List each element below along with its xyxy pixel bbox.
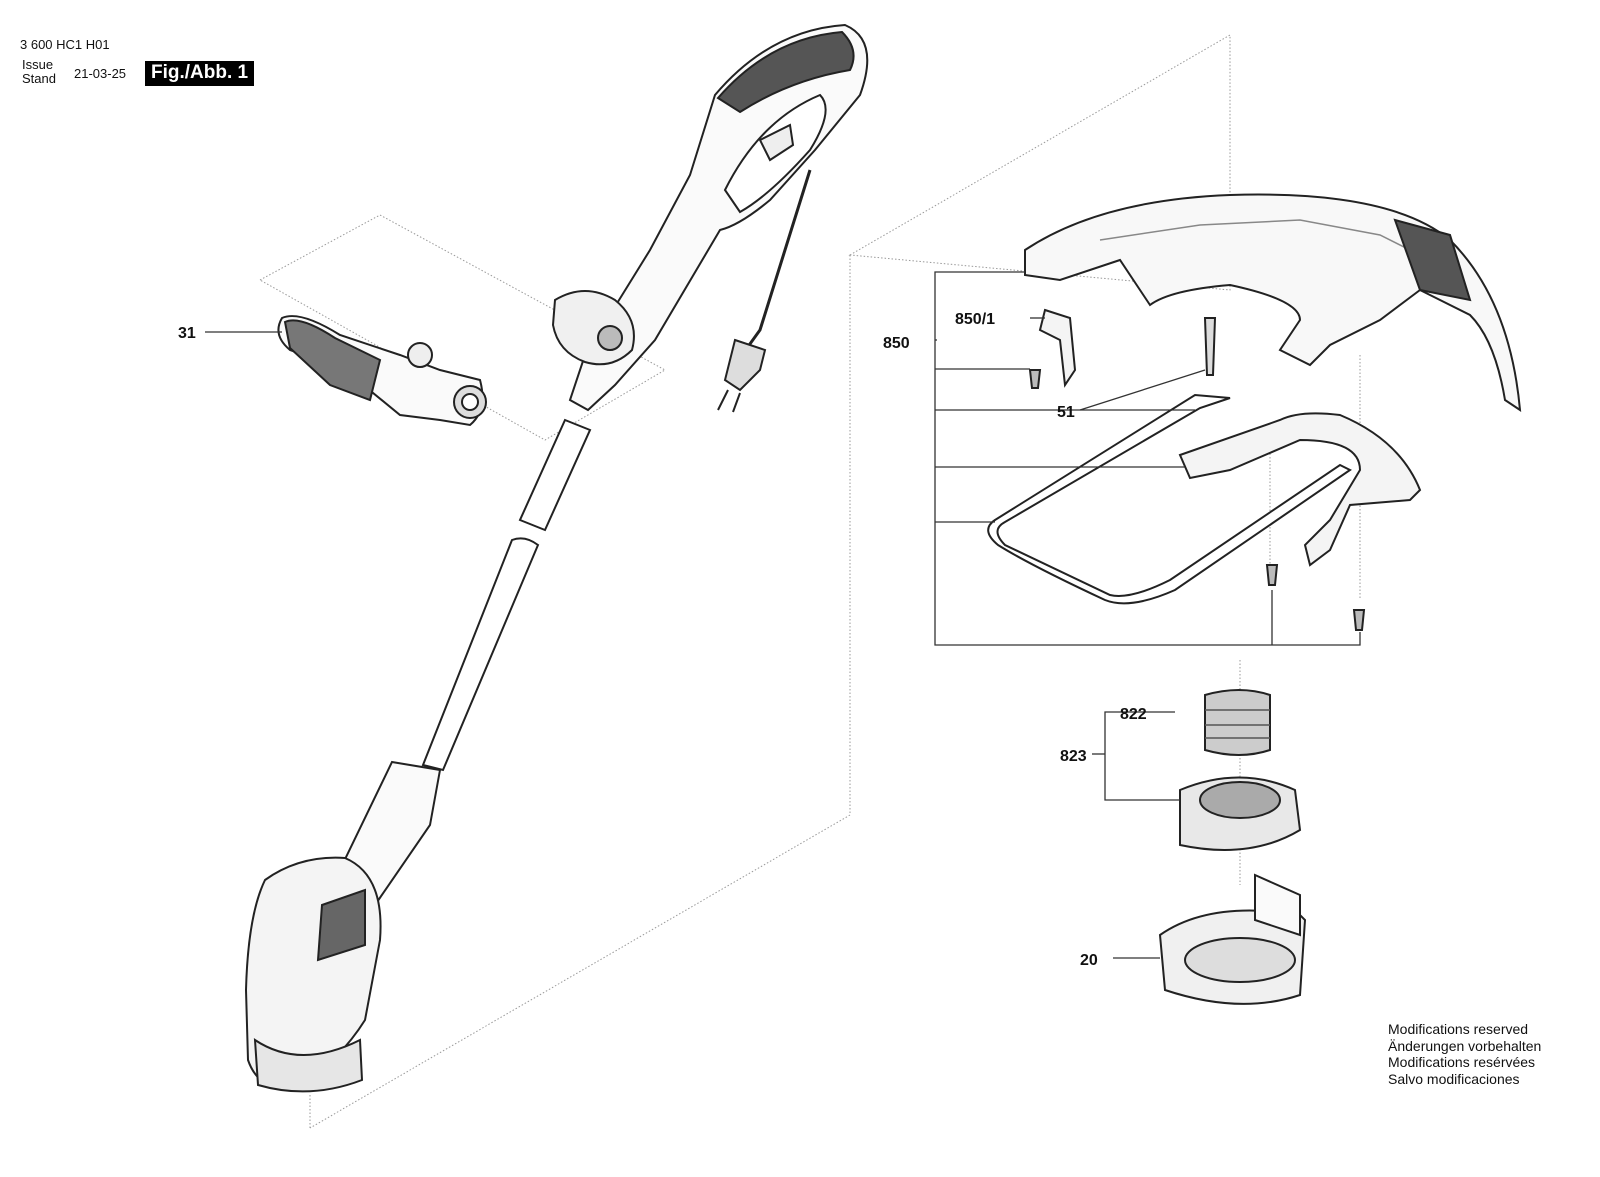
plug xyxy=(717,338,767,413)
callout-850-1: 850/1 xyxy=(955,311,995,328)
guard-clip xyxy=(1038,308,1077,388)
notice-line: Änderungen vorbehalten xyxy=(1388,1037,1542,1054)
modifications-notice: Modifications reserved Änderungen vorbeh… xyxy=(1388,1021,1541,1087)
auxiliary-handle xyxy=(277,315,487,427)
lower-shaft xyxy=(421,537,540,772)
small-screw-1 xyxy=(1028,369,1042,389)
callout-823: 823 xyxy=(1060,748,1087,765)
callout-31: 31 xyxy=(178,325,196,342)
stand-label: Stand xyxy=(22,71,56,86)
line-spool-wire xyxy=(1204,689,1271,756)
upper-shaft xyxy=(518,418,592,532)
callout-822: 822 xyxy=(1120,706,1147,723)
notice-line: Modifications reserved xyxy=(1388,1021,1529,1037)
guard-hood xyxy=(1024,193,1522,412)
guard-bracket xyxy=(1178,412,1422,567)
motor-vent xyxy=(316,888,366,962)
wire-guard-ring xyxy=(987,393,1352,605)
notice-line: Salvo modificaciones xyxy=(1388,1070,1520,1087)
callout-51: 51 xyxy=(1057,404,1075,421)
figure-label: Fig./Abb. 1 xyxy=(145,61,255,86)
motor-base xyxy=(253,1038,364,1093)
issue-date: 21-03-25 xyxy=(74,66,127,81)
guard-assembly xyxy=(987,193,1522,1005)
notice-line: Modifications resérvées xyxy=(1388,1054,1536,1070)
small-screw-2 xyxy=(1265,564,1279,586)
part-number: 3 600 HC1 H01 xyxy=(20,37,110,52)
small-screw-3 xyxy=(1352,609,1366,631)
callout-20: 20 xyxy=(1080,952,1098,969)
trimmer-body xyxy=(244,23,869,1093)
callout-leaders xyxy=(205,271,1361,959)
handle-grip-texture xyxy=(716,30,855,114)
guard-ribs xyxy=(1393,218,1472,302)
callout-850: 850 xyxy=(883,335,910,352)
guard-bolt xyxy=(1203,317,1217,376)
trigger xyxy=(758,123,795,162)
issue-label: Issue xyxy=(22,57,54,72)
